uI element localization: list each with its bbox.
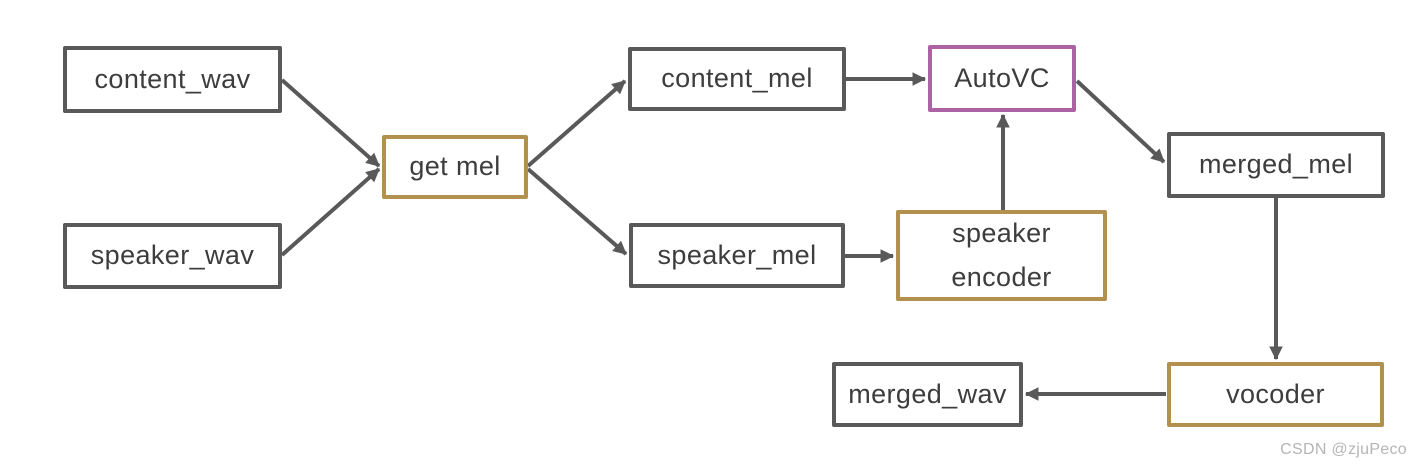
node-merged-mel: merged_mel [1167, 132, 1385, 198]
node-speaker-mel: speaker_mel [629, 223, 845, 288]
node-autovc: AutoVC [928, 45, 1076, 112]
node-vocoder-label: vocoder [1226, 378, 1325, 409]
node-content-wav: content_wav [63, 46, 282, 113]
node-get-mel-label: get mel [409, 151, 501, 182]
node-vocoder: vocoder [1167, 362, 1384, 427]
node-merged-wav-label: merged_wav [848, 378, 1007, 409]
node-speaker-mel-label: speaker_mel [657, 239, 817, 270]
node-speaker-wav-label: speaker_wav [90, 240, 255, 271]
edge-get-mel-to-speaker-mel [526, 167, 628, 256]
node-content-mel-label: content_mel [661, 63, 813, 94]
node-speaker-encoder-line1: speaker [952, 218, 1051, 249]
watermark: CSDN @zjuPeco [1280, 441, 1407, 458]
node-merged-wav: merged_wav [832, 362, 1023, 427]
node-merged-mel-label: merged_mel [1198, 149, 1354, 180]
node-speaker-encoder: speaker encoder [896, 210, 1107, 301]
edge-content-wav-to-get-mel [280, 78, 381, 168]
node-content-wav-label: content_wav [94, 63, 251, 94]
edge-speaker-wav-to-get-mel [280, 167, 381, 257]
edge-get-mel-to-content-mel [526, 79, 627, 168]
node-autovc-label: AutoVC [954, 62, 1050, 93]
node-speaker-encoder-line2: encoder [951, 261, 1052, 292]
node-get-mel: get mel [382, 135, 528, 199]
node-content-mel: content_mel [628, 47, 846, 111]
edge-autovc-to-merged-mel [1075, 79, 1166, 164]
node-speaker-wav: speaker_wav [63, 223, 282, 289]
